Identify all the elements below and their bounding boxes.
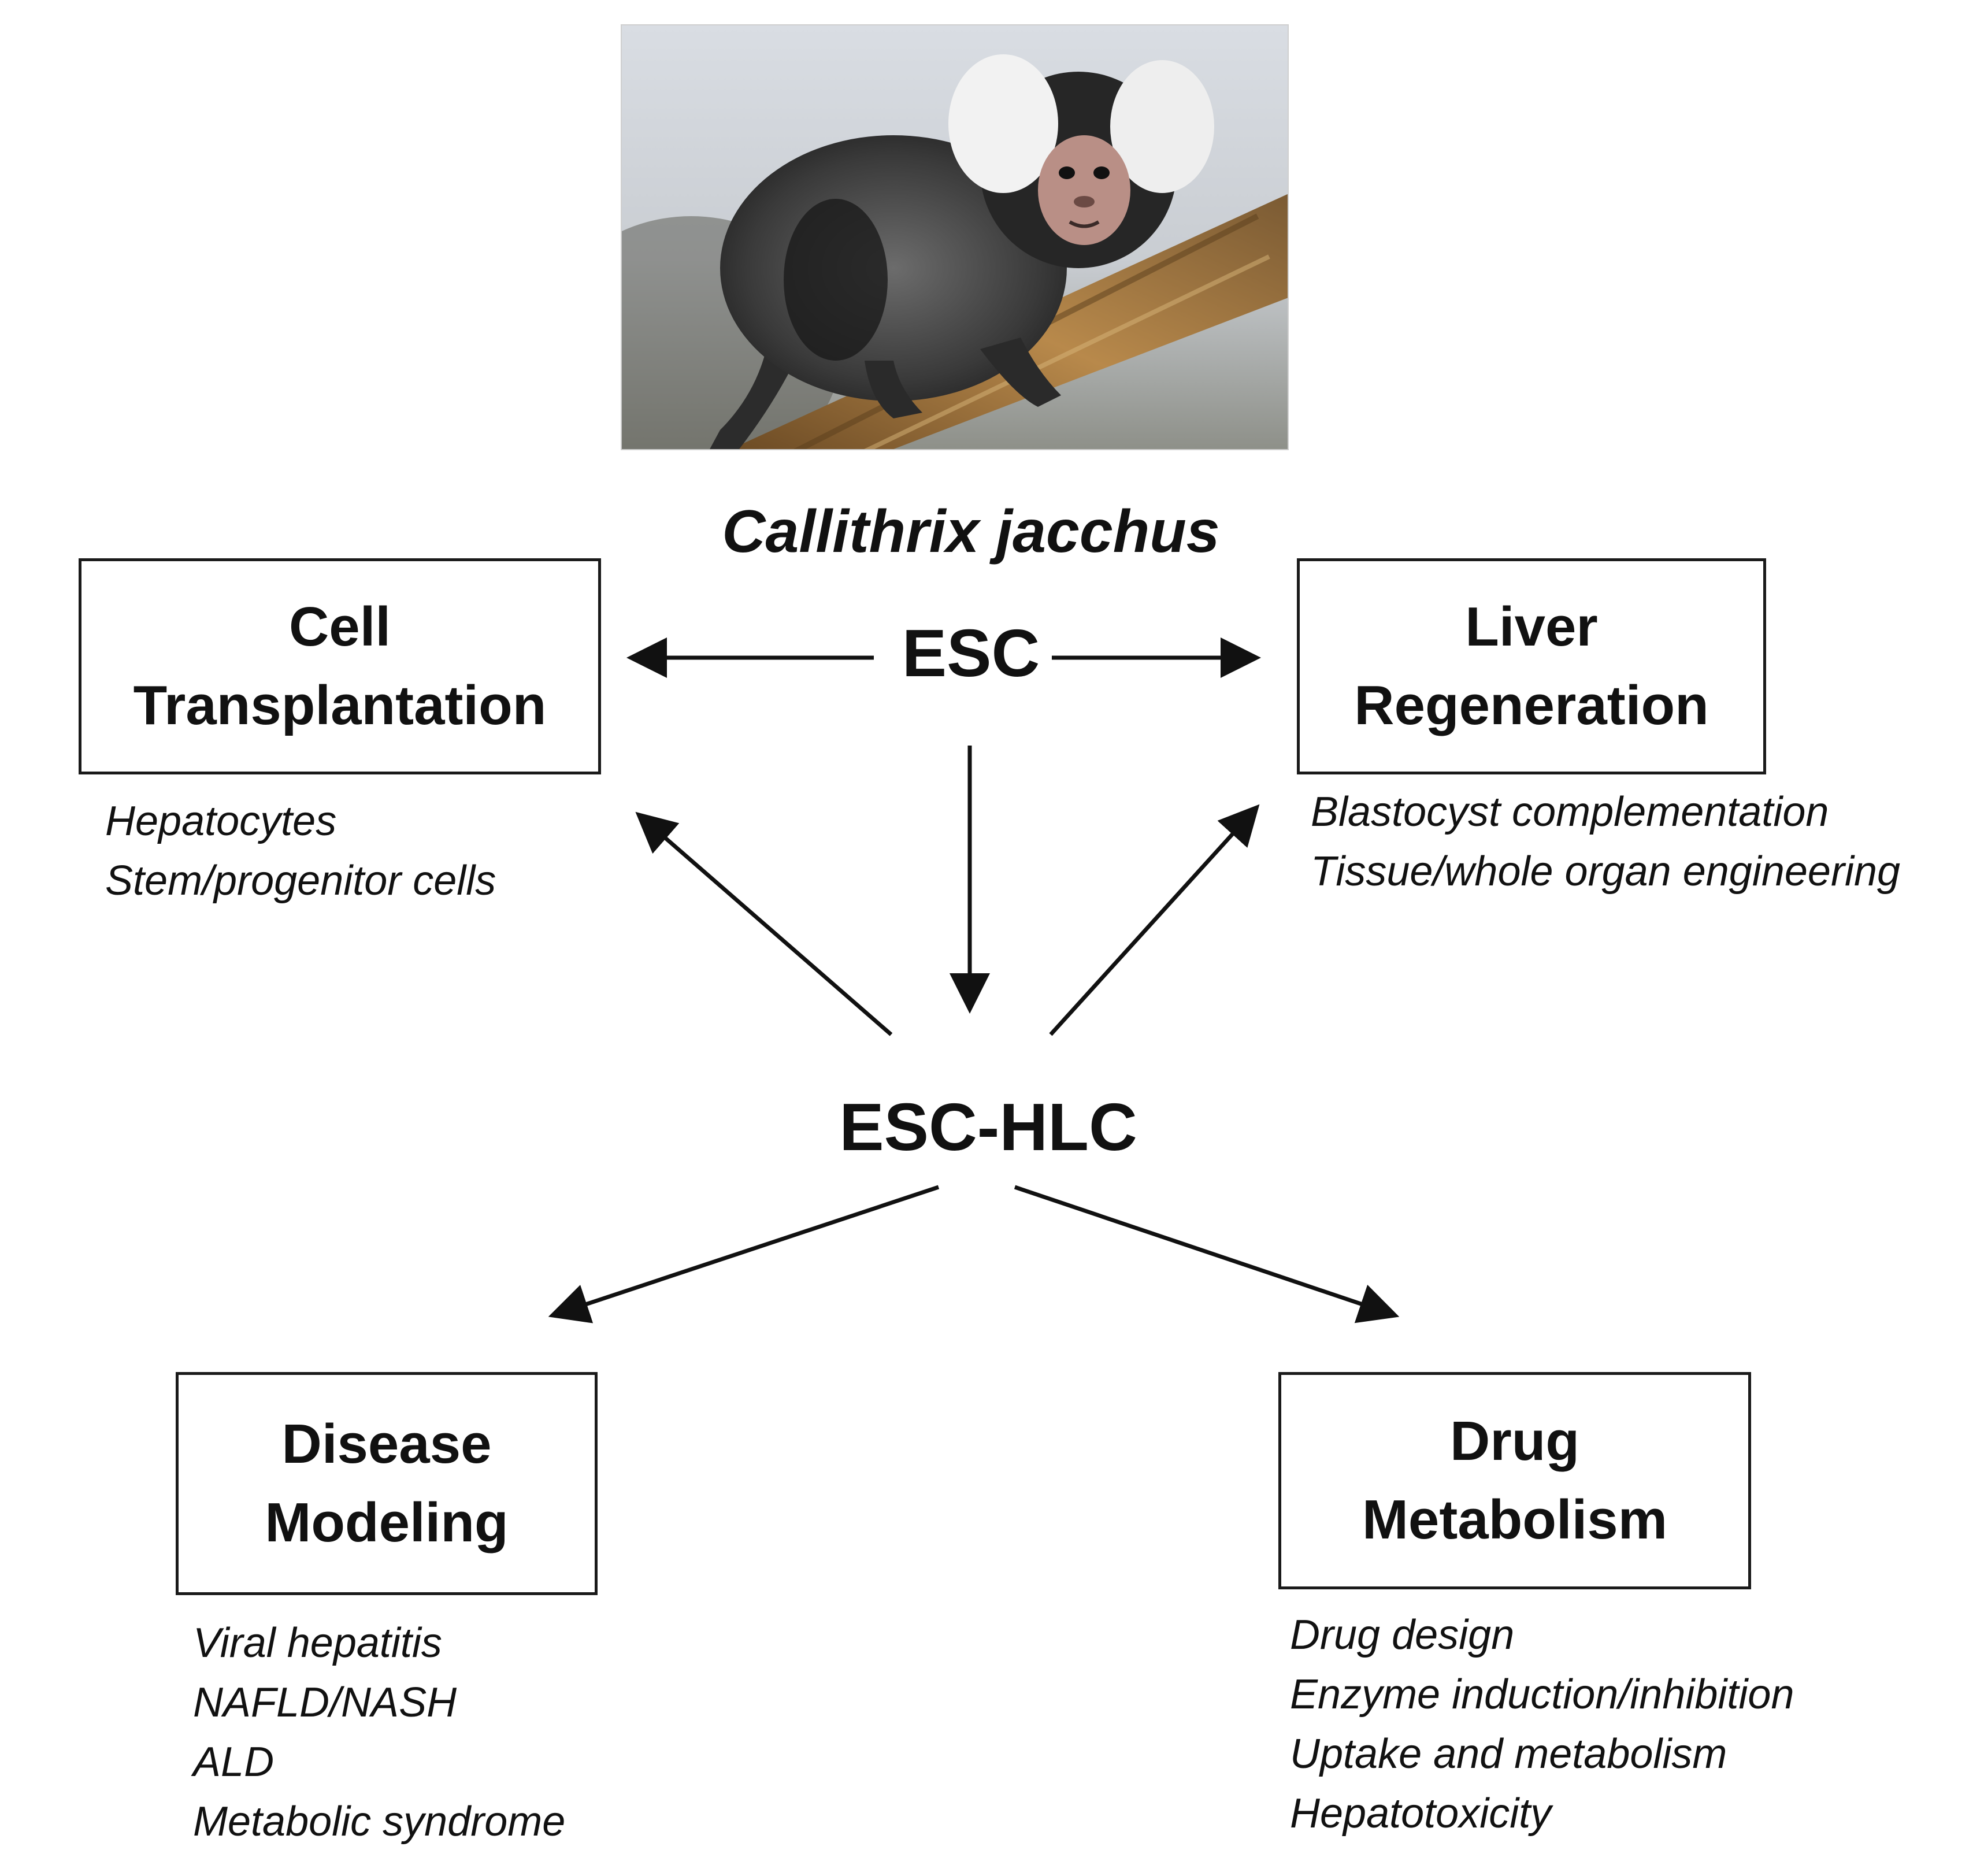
drug-metabolism-box: Drug Metabolism	[1278, 1372, 1751, 1589]
drug-metabolism-list: Drug design Enzyme induction/inhibition …	[1290, 1606, 1794, 1844]
species-name: Callithrix jacchus	[722, 498, 1220, 565]
marmoset-photo-icon	[622, 25, 1288, 449]
cell-transplantation-list: Hepatocytes Stem/progenitor cells	[105, 792, 496, 911]
disease-modeling-title-line2: Modeling	[265, 1492, 509, 1554]
list-item: Hepatotoxicity	[1290, 1790, 1552, 1837]
list-item: Stem/progenitor cells	[105, 858, 496, 904]
list-item: Blastocyst complementation	[1311, 789, 1829, 835]
disease-modeling-list: Viral hepatitis NAFLD/NASH ALD Metabolic…	[193, 1614, 565, 1852]
list-item: Uptake and metabolism	[1290, 1731, 1727, 1777]
list-item: ALD	[193, 1739, 275, 1785]
cell-transplantation-box: Cell Transplantation	[79, 558, 601, 774]
list-item: Metabolic syndrome	[193, 1799, 566, 1845]
list-item: Enzyme induction/inhibition	[1290, 1671, 1794, 1718]
arrow-esc-hlc-to-liver-regeneration	[1049, 804, 1260, 1036]
cell-transplantation-title-line2: Transplantation	[133, 674, 547, 736]
liver-regeneration-title-line1: Liver	[1465, 596, 1598, 658]
list-item: Hepatocytes	[105, 798, 337, 844]
drug-metabolism-title-line2: Metabolism	[1362, 1489, 1668, 1551]
cell-transplantation-title-line1: Cell	[288, 596, 391, 658]
drug-metabolism-title-line1: Drug	[1450, 1410, 1579, 1472]
list-item: NAFLD/NASH	[193, 1679, 457, 1726]
arrow-esc-hlc-to-disease-modeling	[548, 1185, 940, 1323]
arrow-esc-hlc-to-drug-metabolism	[1014, 1185, 1400, 1323]
list-item: Viral hepatitis	[193, 1620, 442, 1666]
liver-regeneration-list: Blastocyst complementation Tissue/whole …	[1311, 783, 1900, 902]
list-item: Drug design	[1290, 1612, 1515, 1658]
esc-hlc-node: ESC-HLC	[839, 1089, 1137, 1165]
marmoset-photo	[621, 24, 1289, 450]
disease-modeling-box: Disease Modeling	[176, 1372, 598, 1595]
liver-regeneration-box: Liver Regeneration	[1297, 558, 1766, 774]
disease-modeling-title-line1: Disease	[281, 1413, 492, 1475]
list-item: Tissue/whole organ engineering	[1311, 848, 1901, 895]
arrow-esc-hlc-to-cell-transplantation	[635, 811, 893, 1036]
liver-regeneration-title-line2: Regeneration	[1354, 674, 1709, 736]
esc-node: ESC	[902, 616, 1040, 691]
